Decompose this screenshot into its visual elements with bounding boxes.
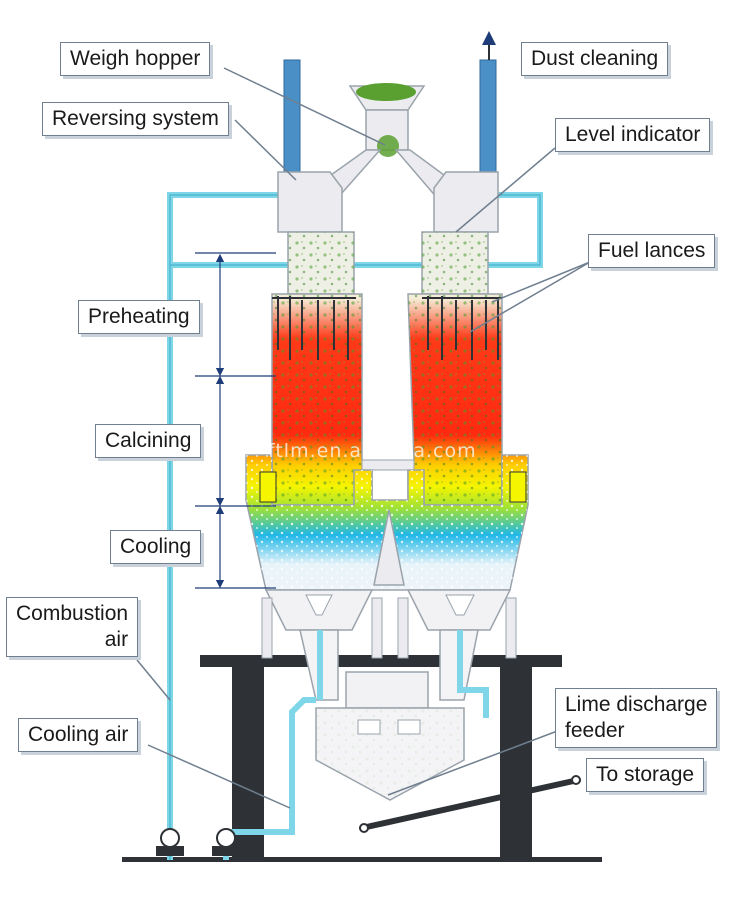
label-lime-discharge-line2: feeder xyxy=(565,719,625,742)
label-calcining: Calcining xyxy=(95,424,202,458)
label-weigh-hopper: Weigh hopper xyxy=(60,42,211,76)
storage-conveyor xyxy=(359,777,581,831)
leg-right-inner xyxy=(397,597,409,659)
label-combustion-air-line1: Combustion xyxy=(16,602,129,625)
lime-bin-texture xyxy=(316,708,464,800)
peephole-right xyxy=(509,471,527,503)
combustion-air-blower xyxy=(156,828,184,856)
label-fuel-lances: Fuel lances xyxy=(588,234,716,268)
preheat-stones-right xyxy=(422,232,488,294)
falling-stones xyxy=(377,135,399,157)
watermark: ftlm.en.alibaba.com xyxy=(268,440,477,462)
discharge-feeder-right xyxy=(397,719,421,735)
cooling-air-riser-right xyxy=(457,630,489,718)
peephole-left xyxy=(259,471,277,503)
discharge-feeder-left xyxy=(357,719,381,735)
leader-lines xyxy=(136,67,591,809)
crossover-channel xyxy=(361,459,415,471)
conveyor-roller-left xyxy=(359,823,369,833)
central-cone xyxy=(373,509,405,586)
reversing-box-right xyxy=(433,171,499,233)
label-lime-discharge-feeder: Lime discharge feeder xyxy=(555,688,718,748)
support-column-left xyxy=(232,662,264,858)
conveyor-roller-right xyxy=(571,775,581,785)
leg-right-outer xyxy=(505,597,517,659)
combustion-air-pipe-edge xyxy=(169,194,541,860)
label-cooling: Cooling xyxy=(110,530,202,564)
ground-line xyxy=(122,857,602,862)
label-level-indicator: Level indicator xyxy=(555,118,711,152)
hopper-stones xyxy=(356,83,416,101)
reversing-box-left xyxy=(277,171,343,233)
leg-left-inner xyxy=(371,597,383,659)
cooling-air-blower xyxy=(212,828,240,856)
label-to-storage: To storage xyxy=(586,758,705,792)
preheat-stones-left xyxy=(288,232,354,294)
flue-pipe-right xyxy=(479,59,497,173)
discharge-cone-left xyxy=(305,594,333,616)
lime-bin-top xyxy=(345,671,429,709)
leg-left-outer xyxy=(261,597,273,659)
label-preheating: Preheating xyxy=(78,300,200,334)
label-lime-discharge-line1: Lime discharge xyxy=(565,693,708,716)
label-dust-cleaning: Dust cleaning xyxy=(521,42,669,76)
shaft-right-stones xyxy=(408,294,502,505)
support-column-right xyxy=(500,662,532,858)
flue-pipe-left xyxy=(283,59,301,173)
label-reversing-system: Reversing system xyxy=(42,102,229,136)
discharge-cone-right xyxy=(445,594,475,616)
label-combustion-air-line2: air xyxy=(104,628,129,651)
label-combustion-air: Combustion air xyxy=(6,597,139,657)
zone-markers xyxy=(195,252,276,589)
label-cooling-air: Cooling air xyxy=(18,718,139,752)
